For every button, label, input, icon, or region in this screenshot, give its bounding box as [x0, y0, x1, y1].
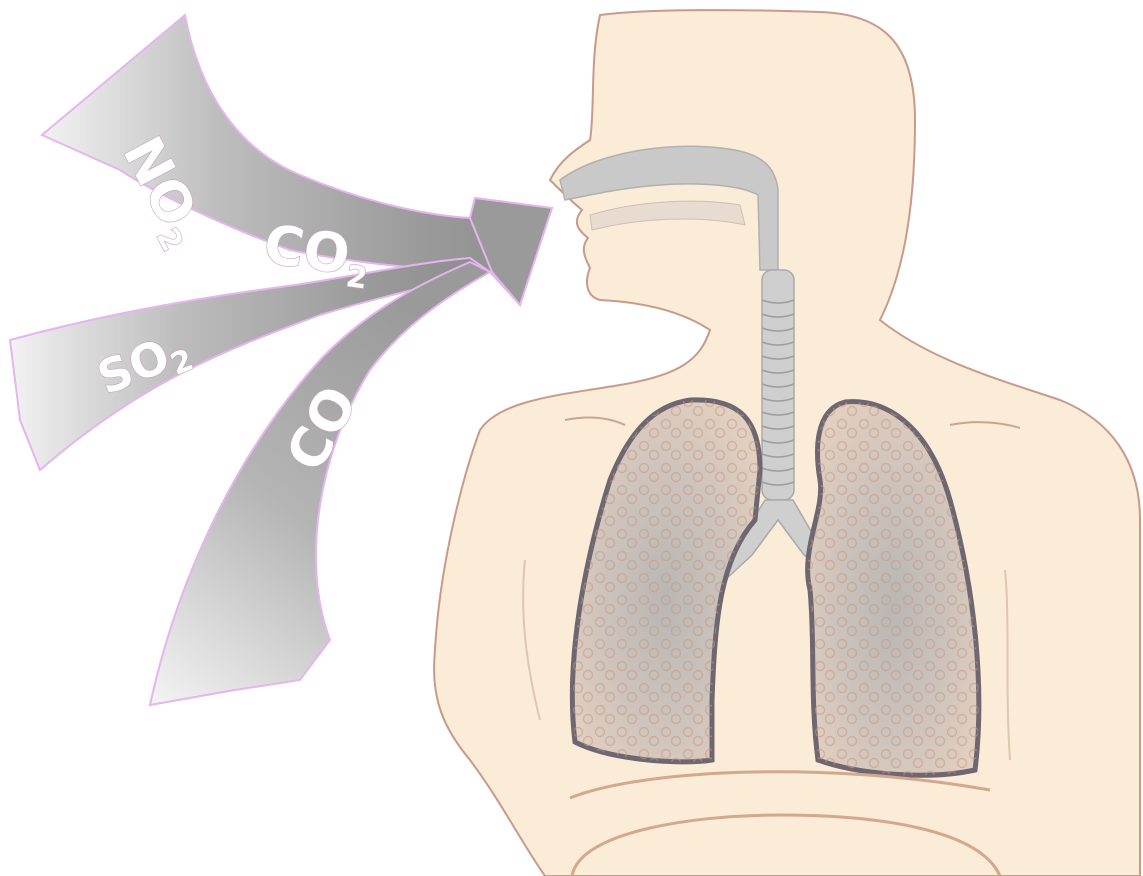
- human-figure: [434, 10, 1140, 876]
- trachea: [762, 270, 794, 500]
